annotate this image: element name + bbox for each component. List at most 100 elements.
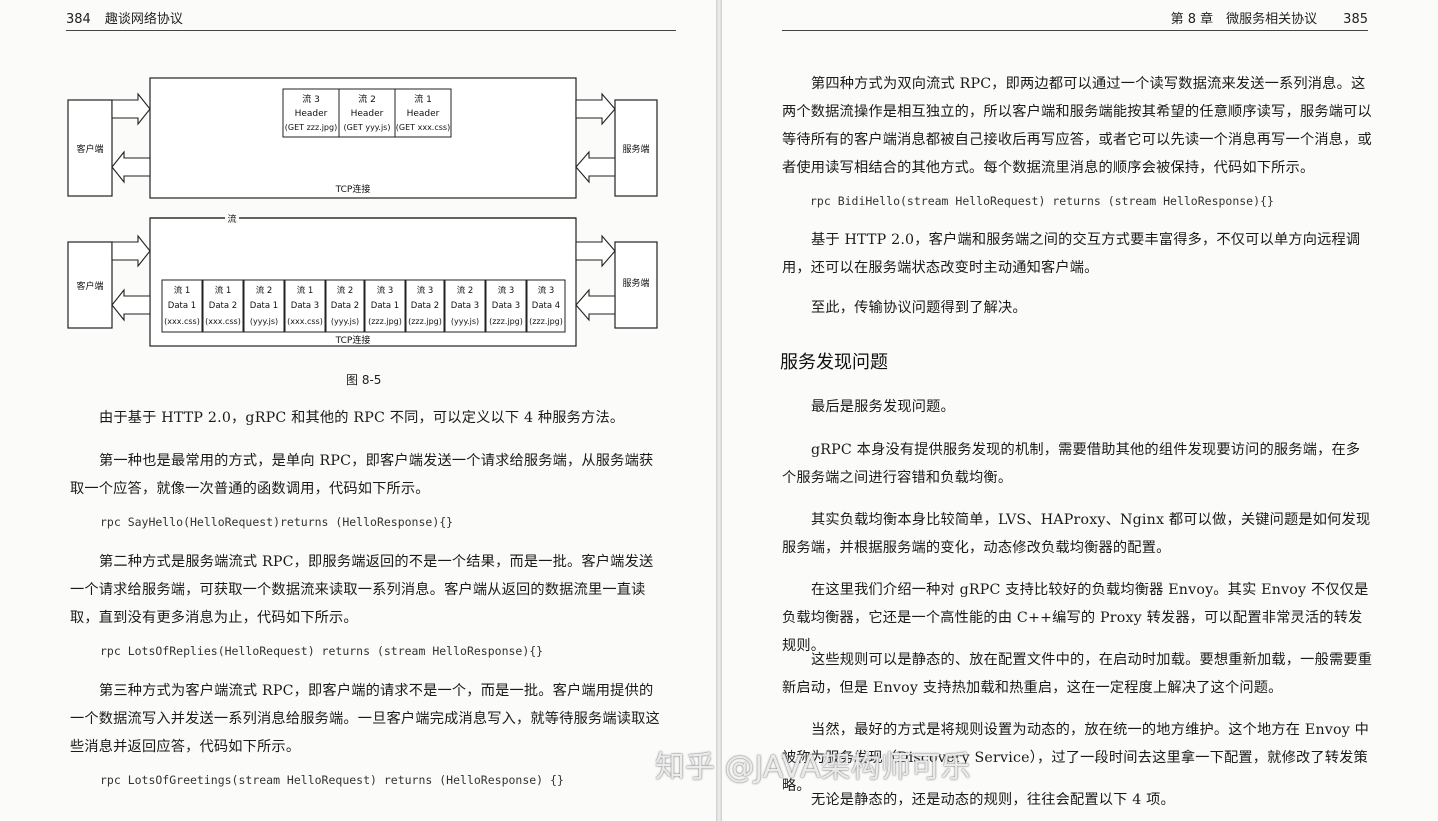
- header-rule: [782, 30, 1368, 31]
- data-frame-box: [364, 279, 406, 333]
- server-label: 服务端: [622, 277, 649, 289]
- header-frame-box: [338, 88, 396, 138]
- frame-line: (yyy.js): [331, 317, 359, 326]
- frame-line: Data 2: [411, 301, 439, 311]
- arrow-left-icon: [575, 150, 616, 184]
- frame-line: (yyy.js): [250, 317, 278, 326]
- frame-line: (zzz.jpg): [408, 317, 442, 326]
- arrow-right-icon: [575, 92, 616, 126]
- section-title: 服务发现问题: [780, 352, 888, 373]
- frame-line: 流 1: [215, 285, 232, 296]
- arrow-left-icon: [575, 288, 616, 322]
- frame-line: (zzz.jpg): [368, 317, 402, 326]
- frame-line: (yyy.js): [451, 317, 479, 326]
- data-frame-box: [243, 279, 285, 333]
- frame-line: 流 1: [297, 285, 314, 296]
- book-title: 趣谈网络协议: [104, 12, 183, 27]
- paragraph: 基于 HTTP 2.0，客户端和服务端之间的交互方式要丰富得多，不仅可以单方向远…: [782, 232, 1361, 276]
- frame-line: (zzz.jpg): [489, 317, 523, 326]
- frame-line: Header: [295, 109, 328, 119]
- data-frame-box: [526, 279, 566, 333]
- client-box: [67, 99, 113, 197]
- frame-line: 流 3: [302, 93, 320, 105]
- frame-line: 流 3: [538, 285, 555, 296]
- frame-line: Data 1: [371, 301, 399, 311]
- tcp-label: TCP连接: [335, 183, 371, 195]
- paragraph: 最后是服务发现问题。: [811, 399, 955, 415]
- header-frame: 流 2 Header (GET yyy.js): [338, 88, 396, 138]
- http2-stream-diagram: 客户端 服务端 TCP连接 流 3 Header: [67, 77, 658, 347]
- frame-line: 流 2: [457, 285, 474, 296]
- book-gutter: [716, 0, 722, 821]
- left-page-header: 384 趣谈网络协议: [66, 8, 183, 27]
- paragraph: 第三种方式为客户端流式 RPC，即客户端的请求不是一个，而是一批。客户端用提供的…: [70, 683, 660, 755]
- frame-line: 流 3: [417, 285, 434, 296]
- frame-line: (zzz.jpg): [529, 317, 563, 326]
- right-page-number: 385: [1343, 12, 1368, 27]
- server-box: [614, 241, 658, 329]
- frame-line: 流 1: [174, 285, 191, 296]
- frame-line: (GET yyy.js): [344, 123, 391, 132]
- frame-line: Header: [351, 109, 384, 119]
- frame-line: Data 1: [250, 301, 278, 311]
- left-page-number: 384: [66, 12, 91, 27]
- arrow-left-icon: [111, 150, 151, 184]
- arrow-right-icon: [111, 92, 151, 126]
- paragraph: 第四种方式为双向流式 RPC，即两边都可以通过一个读写数据流来发送一系列消息。这…: [782, 76, 1372, 176]
- paragraph: gRPC 本身没有提供服务发现的机制，需要借助其他的组件发现要访问的服务端，在多…: [782, 442, 1361, 486]
- data-frame: 流 1 Data 1 (xxx.css): [161, 279, 203, 333]
- frame-line: Data 2: [209, 301, 237, 311]
- frame-line: 流 3: [498, 285, 515, 296]
- paragraph: 这些规则可以是静态的、放在配置文件中的，在启动时加载。要想重新加载，一般需要重新…: [782, 652, 1373, 696]
- diagram-bottom: 流 TCP连接 客户端 服务端 流 1 Data 1 (xxx.css) 流 1 Da…: [67, 212, 658, 347]
- data-frame: 流 2 Data 3 (yyy.js): [444, 279, 486, 333]
- stream-label: 流: [227, 213, 236, 225]
- frame-line: (xxx.css): [164, 317, 200, 326]
- frame-line: Data 1: [168, 301, 196, 311]
- left-page: 384 趣谈网络协议 客户端 服务端 TCP连接: [0, 0, 716, 821]
- paragraph: 由于基于 HTTP 2.0，gRPC 和其他的 RPC 不同，可以定义以下 4 …: [99, 410, 625, 426]
- data-frame-box: [444, 279, 486, 333]
- frame-line: (GET zzz.jpg): [285, 123, 337, 132]
- paragraph: 第二种方式是服务端流式 RPC，即服务端返回的不是一个结果，而是一批。客户端发送…: [70, 554, 654, 626]
- frame-line: 流 2: [337, 285, 354, 296]
- client-box: [67, 241, 113, 329]
- frame-line: Data 3: [291, 301, 319, 311]
- code-block: rpc SayHello(HelloRequest)returns (Hello…: [100, 515, 454, 529]
- data-frame-box: [161, 279, 203, 333]
- right-page-header: 第 8 章 微服务相关协议 385: [1171, 8, 1368, 27]
- paragraph: 至此，传输协议问题得到了解决。: [811, 300, 1027, 316]
- tcp-label: TCP连接: [335, 334, 371, 346]
- arrow-right-icon: [111, 234, 151, 268]
- frame-line: Data 4: [532, 301, 560, 311]
- frame-line: 流 2: [256, 285, 273, 296]
- client-label: 客户端: [76, 280, 103, 292]
- diagram-top: 客户端 服务端 TCP连接 流 3 Header: [67, 77, 658, 199]
- header-rule: [66, 30, 676, 31]
- code-block: rpc BidiHello(stream HelloRequest) retur…: [810, 194, 1274, 208]
- header-frame-box: [394, 88, 452, 138]
- code-block: rpc LotsOfGreetings(stream HelloRequest)…: [100, 773, 564, 787]
- code-block: rpc LotsOfReplies(HelloRequest) returns …: [100, 644, 544, 658]
- frame-line: (xxx.css): [205, 317, 241, 326]
- data-frame: 流 3 Data 4 (zzz.jpg): [526, 279, 566, 333]
- frame-line: (GET xxx.css): [396, 123, 450, 132]
- zhihu-watermark: 知乎 @JAVA架构师可乐: [655, 750, 971, 785]
- chapter-title: 第 8 章 微服务相关协议: [1170, 12, 1318, 27]
- client-label: 客户端: [76, 143, 103, 155]
- frame-line: 流 2: [358, 93, 376, 105]
- data-frame: 流 3 Data 2 (zzz.jpg): [405, 279, 445, 333]
- arrow-right-icon: [575, 234, 616, 268]
- data-frames: 流 1 Data 1 (xxx.css) 流 1 Data 2 (xxx.css) 流 …: [161, 279, 566, 333]
- paragraph: 无论是静态的，还是动态的规则，往往会配置以下 4 项。: [811, 792, 1175, 808]
- right-page: 第 8 章 微服务相关协议 385 第四种方式为双向流式 RPC，即两边都可以通过…: [722, 0, 1438, 821]
- data-frame-box: [202, 279, 244, 333]
- data-frame-box: [485, 279, 527, 333]
- data-frame-box: [325, 279, 365, 333]
- data-frame-box: [284, 279, 326, 333]
- frame-line: Data 3: [451, 301, 479, 311]
